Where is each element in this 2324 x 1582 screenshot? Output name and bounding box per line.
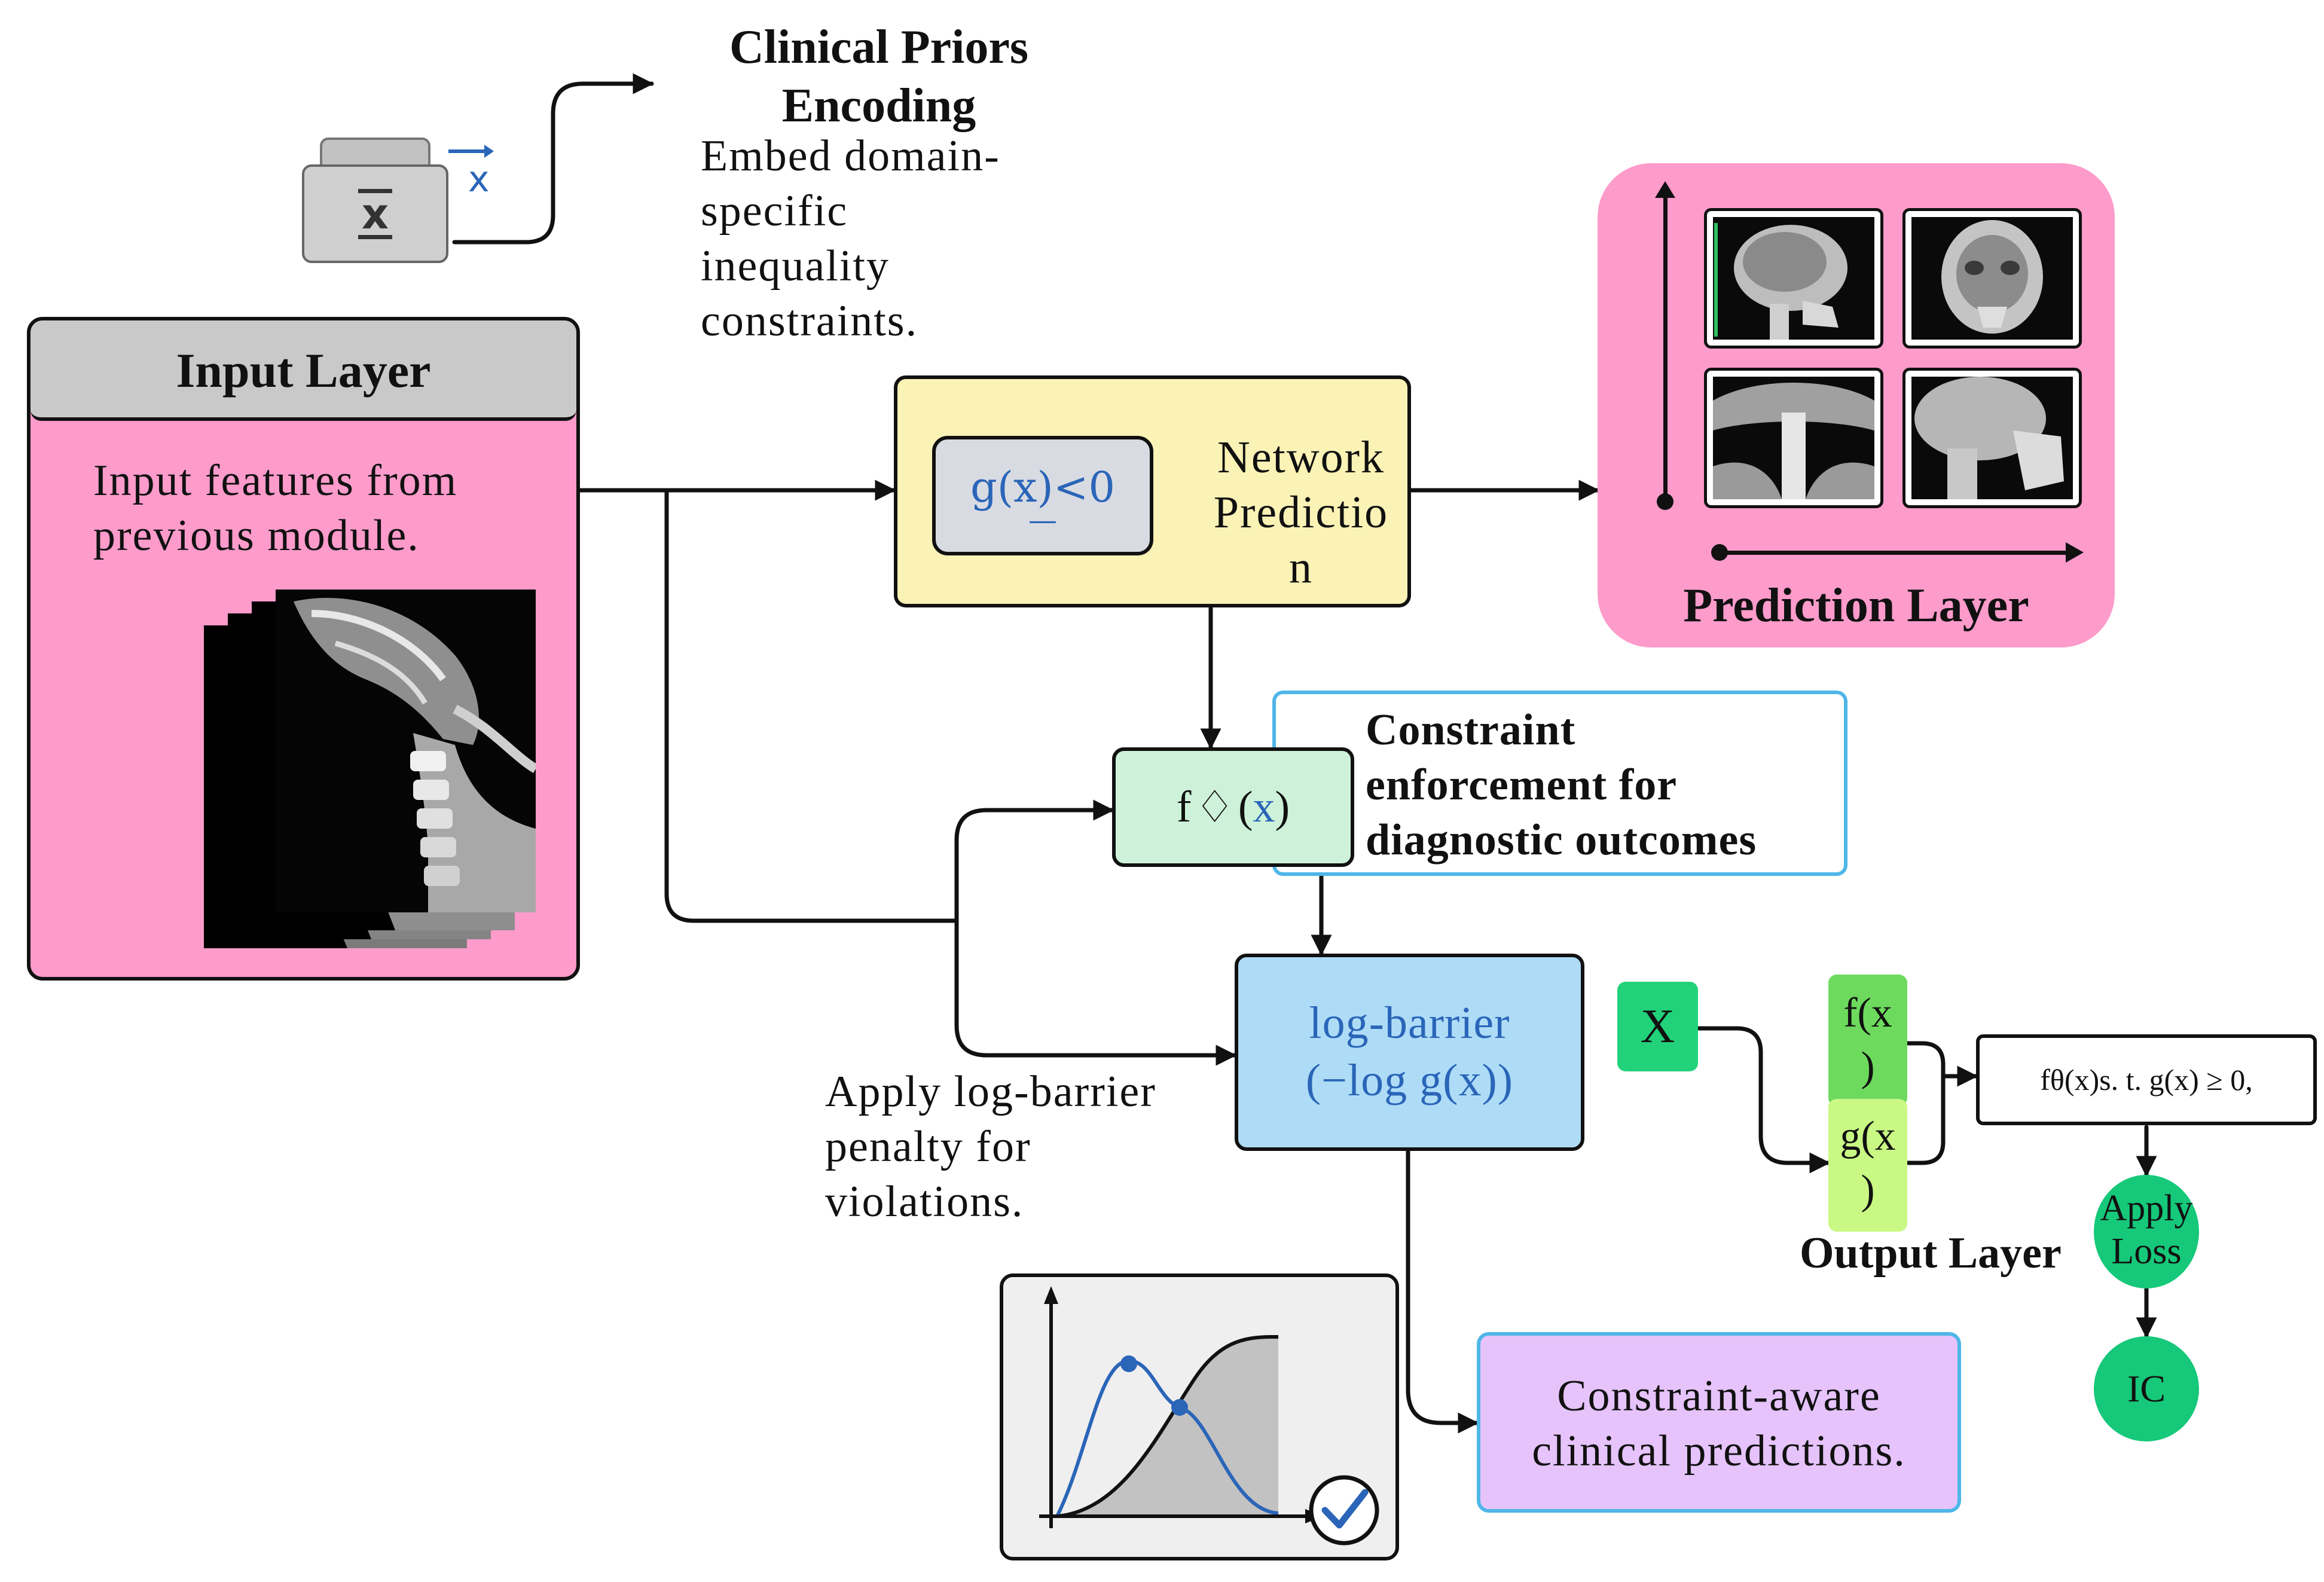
prediction-x-axis [1720, 551, 2067, 555]
line-x-to-f [1696, 1026, 1763, 1055]
input-layer-header: Input Layer [30, 320, 576, 421]
clinical-predictions-box: Constraint-aware clinical predictions. [1477, 1332, 1961, 1513]
apply-loss-line: Apply [2100, 1188, 2193, 1229]
apply-loss-node: Apply Loss [2094, 1175, 2199, 1288]
network-label-line: Network [1217, 432, 1385, 482]
f-node-x: x [1253, 782, 1275, 832]
network-label-line: Predictio [1213, 487, 1389, 537]
f-node-overlay: f ♢ ( x ) [1112, 747, 1354, 867]
priors-desc-line: Embed domain- [701, 132, 1000, 181]
input-layer-box: Input Layer Input features from previous… [27, 317, 580, 981]
priors-description: Embed domain- specific inequality constr… [701, 129, 1000, 349]
priors-desc-line: inequality [701, 242, 890, 291]
prediction-y-axis-dot [1657, 493, 1673, 510]
line-input-branch [664, 488, 959, 923]
apply-loss-line: Loss [2111, 1231, 2182, 1272]
constraint-formula-box: g(x)<0 — [932, 436, 1153, 555]
constraint-formula-underline: — [1028, 503, 1057, 537]
priors-desc-line: constraints. [701, 297, 918, 346]
log-barrier-box: log-barrier (−log g(x)) [1235, 954, 1584, 1151]
arrow-branch-to-f [954, 799, 1114, 923]
barrier-curve-graphic [1039, 1286, 1379, 1546]
priors-icon-vector-x: x [468, 158, 490, 200]
arrow-icon-to-priors [452, 73, 654, 245]
prediction-xray-tile-3 [1704, 368, 1883, 508]
output-f-line: ) [1861, 1044, 1875, 1090]
prediction-x-axis-head [2066, 542, 2084, 563]
penalty-line: violations. [825, 1177, 1024, 1226]
output-f-node: f(x ) [1828, 975, 1907, 1106]
barrier-curve-icon [1000, 1273, 1399, 1560]
f-node-f: f [1176, 782, 1192, 832]
prediction-xray-tile-1 [1704, 208, 1883, 349]
output-g-line: g(x [1840, 1113, 1896, 1159]
f-node-close-paren: ) [1275, 782, 1290, 832]
constraint-text-line: enforcement for [1366, 761, 1678, 810]
network-label-line: n [1289, 542, 1313, 593]
arrow-branch-to-logbarrier [954, 918, 1237, 1066]
constraint-formula: g(x)<0 [970, 463, 1116, 512]
output-f-line: f(x [1843, 990, 1892, 1036]
output-g-node: g(x ) [1828, 1099, 1907, 1232]
log-barrier-line1: log-barrier [1309, 998, 1510, 1048]
constraint-text-line: diagnostic outcomes [1366, 816, 1757, 865]
network-prediction-label: Network Predictio n [1199, 430, 1403, 595]
xray-front-cervical-spine [276, 590, 536, 912]
prediction-xray-tile-4 [1902, 368, 2082, 508]
prediction-xray-tile-2 [1902, 208, 2082, 349]
output-layer-label: Output Layer [1800, 1229, 2062, 1278]
prediction-layer-label: Prediction Layer [1683, 579, 2029, 632]
input-desc-line: Input features from [93, 456, 458, 505]
prediction-layer-box: Prediction Layer [1598, 163, 2115, 648]
input-desc-line: previous module. [93, 511, 420, 560]
ic-node: IC [2094, 1336, 2199, 1441]
priors-title: Clinical Priors Encoding [658, 18, 1100, 135]
line-f-to-formula [1905, 1041, 1946, 1079]
predictions-line: Constraint-aware [1557, 1372, 1881, 1421]
constraint-enforcement-box: Constraint enforcement for diagnostic ou… [1272, 691, 1847, 876]
prediction-x-axis-dot [1711, 544, 1728, 561]
output-x-node: X [1617, 982, 1698, 1071]
penalty-description: Apply log-barrier penalty for violations… [825, 1064, 1156, 1229]
prediction-y-axis [1663, 190, 1668, 501]
constraint-enforcement-text: Constraint enforcement for diagnostic ou… [1366, 703, 1757, 868]
arrow-x-to-g [1758, 1050, 1831, 1174]
penalty-line: penalty for [825, 1122, 1031, 1171]
output-formula: fθ(x)s. t. g(x) ≥ 0, [2040, 1063, 2253, 1097]
priors-icon-xbar: x [358, 188, 393, 239]
network-prediction-box: g(x)<0 — Network Predictio n [894, 375, 1411, 607]
penalty-line: Apply log-barrier [825, 1067, 1156, 1116]
output-g-line: ) [1861, 1167, 1875, 1213]
f-node-open-paren: ( [1238, 782, 1253, 832]
priors-title-line2: Encoding [781, 80, 976, 132]
diamond-icon: ♢ [1195, 781, 1235, 833]
prediction-y-axis-head [1655, 181, 1675, 198]
arrow-logbarrier-to-predictions [1406, 1149, 1479, 1434]
output-formula-box: fθ(x)s. t. g(x) ≥ 0, [1976, 1034, 2317, 1125]
predictions-line: clinical predictions. [1532, 1427, 1906, 1476]
priors-icon-vector-arrow [448, 149, 490, 153]
priors-icon-front-card: x [302, 164, 448, 263]
priors-icon: x x [302, 138, 494, 266]
priors-icon-vector-head [484, 145, 494, 158]
constraint-text-line: Constraint [1366, 706, 1576, 755]
input-layer-description: Input features from previous module. [93, 453, 457, 563]
line-g-to-formula [1905, 1074, 1946, 1165]
log-barrier-line2: (−log g(x)) [1305, 1055, 1514, 1105]
priors-title-line1: Clinical Priors [729, 21, 1028, 74]
priors-desc-line: specific [701, 187, 848, 236]
